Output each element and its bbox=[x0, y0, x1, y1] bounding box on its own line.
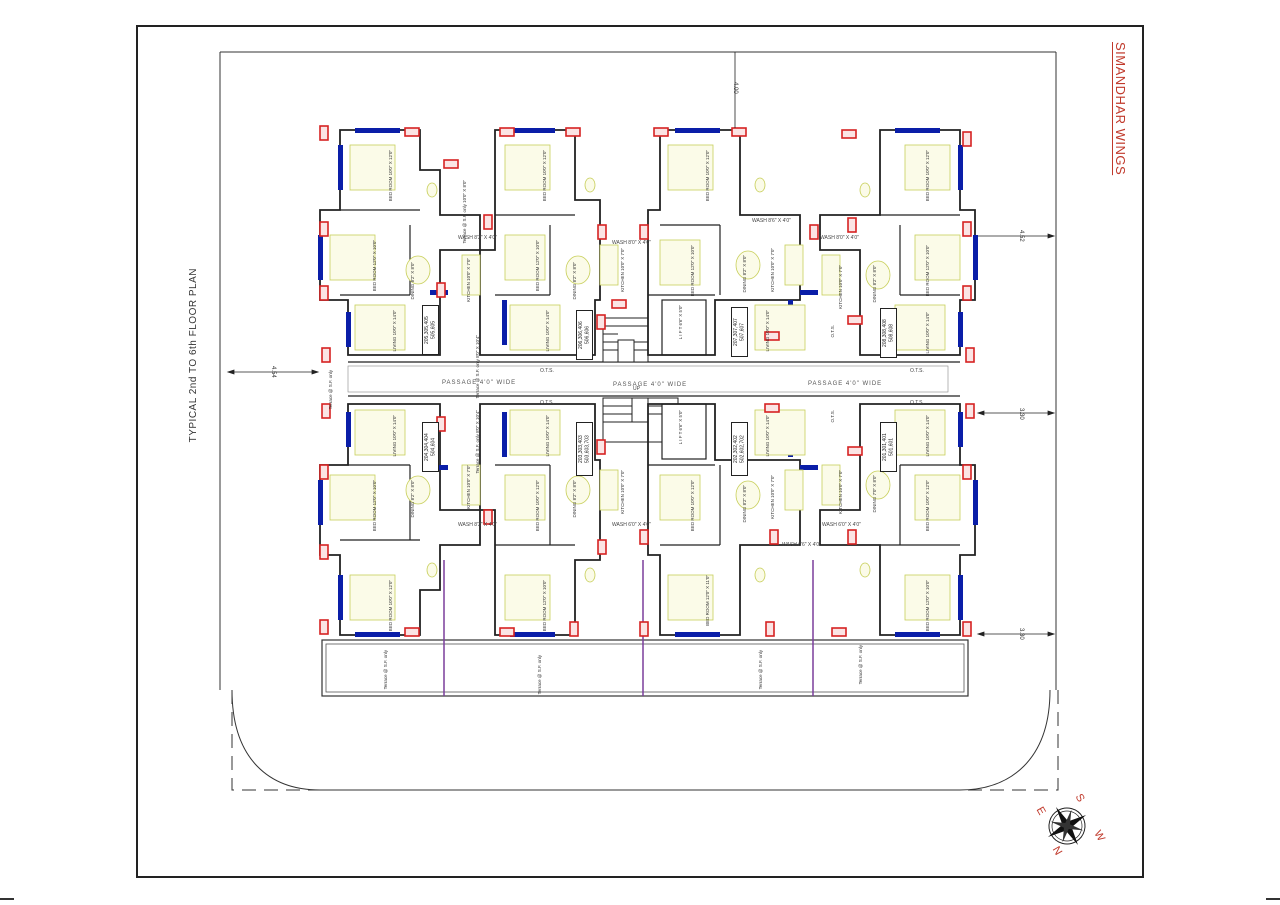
flat-number-box: 204,304,404 504,604 bbox=[422, 422, 439, 472]
room-label: DINING 8'2" X 8'0" bbox=[742, 255, 747, 293]
flat-number-box: 203,303,403 503,603,703 bbox=[576, 422, 593, 476]
room-label: LIVING 10'0" X 14'0" bbox=[392, 415, 397, 457]
room-label: BED ROOM 10'0" X 12'0" bbox=[542, 150, 547, 202]
room-label: DINING 7'0" X 8'0" bbox=[872, 475, 877, 513]
ots-label: O.T.S. bbox=[540, 400, 554, 406]
room-label: LIVING 10'0" X 14'0" bbox=[925, 415, 930, 457]
room-label: KITCHEN 10'0" X 7'0" bbox=[770, 475, 775, 519]
room-label: BED ROOM 12'0" X 10'0" bbox=[535, 240, 540, 292]
flat-number-box: 205,305,405 505,605 bbox=[422, 305, 439, 355]
room-label: WASH 8'0" X 4'0" bbox=[820, 235, 859, 241]
dimension-top: 4.00 bbox=[732, 82, 738, 94]
room-label: KITCHEN 10'0" X 7'0" bbox=[620, 248, 625, 292]
room-label: WASH 8'2" X 4'0" bbox=[458, 235, 497, 241]
furniture bbox=[329, 144, 961, 621]
terrace-label: Terrace @ S.F. only 8'0" X 10'4" bbox=[475, 410, 480, 474]
room-label: DINING 8'2" X 8'0" bbox=[410, 480, 415, 518]
room-label: LIVING 10'0" X 14'0" bbox=[392, 310, 397, 352]
corner-mark bbox=[0, 898, 14, 900]
room-label: DINING 8'2" X 8'0" bbox=[872, 265, 877, 303]
project-title: SIMANDHAR WINGS bbox=[1113, 42, 1128, 176]
room-label: BED ROOM 10'0" X 12'0" bbox=[690, 480, 695, 532]
flat-number-box: 207,307,407 507,607 bbox=[731, 307, 748, 357]
terrace-label: Terrace @ S.F. only bbox=[858, 645, 863, 685]
room-label: DINING 8'2" X 8'0" bbox=[742, 485, 747, 523]
room-label: BED ROOM 10'0" X 12'0" bbox=[388, 580, 393, 632]
lift-label: L I F T 6'6" X 5'0" bbox=[678, 410, 683, 445]
room-label: WASH 8'2" X 4'0" bbox=[458, 522, 497, 528]
ots-label: O.T.S. bbox=[830, 410, 835, 423]
terrace-label: Terrace @ S.F. only bbox=[537, 655, 542, 695]
flat-number-box: 208,308,408 508,608 bbox=[880, 308, 897, 358]
terrace-label: Terrace @ S.F. only 8'0" X 10'4" bbox=[475, 335, 480, 399]
dimension-right-upper: 4.52 bbox=[1018, 230, 1024, 242]
room-label: LIVING 10'0" X 14'0" bbox=[765, 310, 770, 352]
lift-label: L I F T 6'6" X 5'0" bbox=[678, 305, 683, 340]
room-label: WASH 6'0" X 4'0" bbox=[612, 522, 651, 528]
ots-label: O.T.S. bbox=[910, 400, 924, 406]
passage-label-center: PASSAGE 4'0" WIDE bbox=[613, 382, 688, 388]
room-label: LIVING 10'0" X 14'0" bbox=[925, 312, 930, 354]
room-label: KITCHEN 10'0" X 7'0" bbox=[466, 465, 471, 509]
dimension-left: 4.54 bbox=[270, 366, 276, 378]
room-label: KITCHEN 10'0" X 7'0" bbox=[838, 470, 843, 514]
room-label: WASH 8'0" X 4'0" bbox=[612, 240, 651, 246]
room-label: KITCHEN 10'0" X 7'0" bbox=[466, 258, 471, 302]
room-label: LIVING 10'0" X 14'0" bbox=[545, 310, 550, 352]
room-label: LIVING 10'0" X 14'0" bbox=[765, 415, 770, 457]
room-label: BED ROOM 10'0" X 12'0" bbox=[705, 150, 710, 202]
room-label: BED ROOM 10'0" X 12'0" bbox=[925, 480, 930, 532]
ots-label: O.T.S. bbox=[910, 368, 924, 374]
room-label: BED ROOM 10'0" X 12'0" bbox=[925, 150, 930, 202]
flat-number-box: 202,302,402 502,602,702 bbox=[731, 422, 748, 476]
terrace-label: Terrace @ S.F. only 10'0" X 8'0" bbox=[462, 180, 467, 244]
passage-label-left: PASSAGE 4'0" WIDE bbox=[442, 380, 517, 386]
room-label: DINING 8'2" X 8'0" bbox=[572, 480, 577, 518]
room-label: BED ROOM 12'0" X 11'0" bbox=[705, 575, 710, 626]
stair-up-label: UP bbox=[633, 386, 640, 392]
flat-number-box: 201,301,401 501,601 bbox=[880, 422, 897, 472]
room-label: LIVING 10'0" X 14'0" bbox=[545, 415, 550, 457]
ots-label: O.T.S. bbox=[830, 325, 835, 338]
room-label: WASH 8'6" X 4'0" bbox=[752, 218, 791, 224]
flat-number-box: 206,306,406 506,606 bbox=[576, 310, 593, 360]
room-label: DINING 8'2" X 8'0" bbox=[572, 262, 577, 300]
room-label: BED ROOM 12'0" X 10'0" bbox=[542, 580, 547, 632]
room-label: KITCHEN 10'0" X 7'0" bbox=[838, 265, 843, 309]
room-label: DINING 8'2" X 8'0" bbox=[410, 262, 415, 300]
terrace-label: Terrace @ S.F. only bbox=[758, 650, 763, 690]
dimension-right-middle: 3.30 bbox=[1018, 408, 1024, 420]
corner-mark bbox=[1266, 898, 1280, 900]
terrace-label: Terrace @ S.F. only bbox=[328, 370, 333, 410]
room-label: BED ROOM 12'0" X 10'0" bbox=[925, 245, 930, 297]
room-label: KITCHEN 10'0" X 7'0" bbox=[770, 248, 775, 292]
room-label: BED ROOM 12'0" X 10'0" bbox=[925, 580, 930, 632]
room-label: WASH 6'6" X 4'0" bbox=[782, 542, 821, 548]
room-label: BED ROOM 12'0" X 10'0" bbox=[372, 480, 377, 532]
room-label: BED ROOM 12'0" X 10'0" bbox=[372, 240, 377, 292]
dimension-right-lower: 3.30 bbox=[1018, 628, 1024, 640]
drawing-sheet-border bbox=[136, 25, 1144, 878]
room-label: WASH 6'0" X 4'0" bbox=[822, 522, 861, 528]
dimension-lines bbox=[226, 52, 1056, 637]
plot-boundary bbox=[219, 51, 1059, 791]
ots-label: O.T.S. bbox=[540, 368, 554, 374]
terrace-label: Terrace @ S.F. only bbox=[383, 650, 388, 690]
columns bbox=[319, 125, 975, 637]
central-passage bbox=[347, 361, 960, 397]
passage-label-right: PASSAGE 4'0" WIDE bbox=[808, 381, 883, 387]
room-label: BED ROOM 10'0" X 12'0" bbox=[388, 150, 393, 202]
room-label: BED ROOM 12'0" X 10'0" bbox=[690, 245, 695, 297]
compass-rose-icon bbox=[1047, 806, 1087, 846]
room-label: KITCHEN 10'0" X 7'0" bbox=[620, 470, 625, 514]
room-label: BED ROOM 10'0" X 12'0" bbox=[535, 480, 540, 532]
